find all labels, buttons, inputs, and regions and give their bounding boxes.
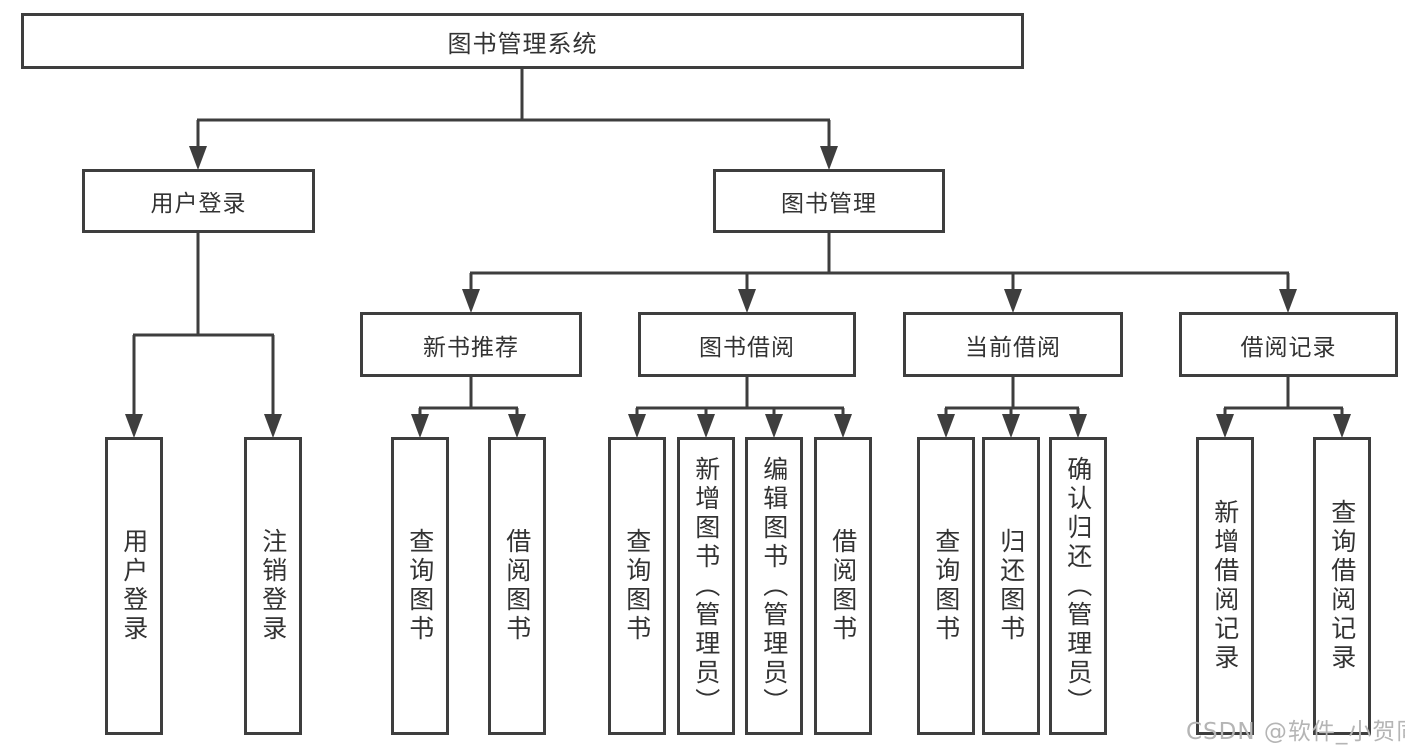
csdn-watermark: CSDN @软件_小贺同学 bbox=[1186, 719, 1405, 745]
leaf-confirm-return-admin: 确认归还（管理员） bbox=[1049, 437, 1107, 735]
leaf-logout-label: 注销登录 bbox=[258, 528, 288, 644]
leaf-logout: 注销登录 bbox=[244, 437, 302, 735]
leaf-query-borrow-record-label: 查询借阅记录 bbox=[1327, 499, 1357, 673]
node-book-borrow-label: 图书借阅 bbox=[699, 334, 795, 361]
leaf-add-borrow-record-label: 新增借阅记录 bbox=[1210, 499, 1240, 673]
node-user-login: 用户登录 bbox=[82, 169, 315, 233]
leaf-edit-book-admin-label: 编辑图书（管理员） bbox=[759, 455, 789, 717]
leaf-edit-book-admin: 编辑图书（管理员） bbox=[745, 437, 803, 735]
node-book-mgmt: 图书管理 bbox=[713, 169, 945, 233]
node-current-borrow-label: 当前借阅 bbox=[965, 334, 1061, 361]
leaf-query-books-3: 查询图书 bbox=[917, 437, 975, 735]
leaf-query-books-1-label: 查询图书 bbox=[405, 528, 435, 644]
node-current-borrow: 当前借阅 bbox=[903, 312, 1123, 377]
leaf-query-books-2-label: 查询图书 bbox=[622, 528, 652, 644]
leaf-borrow-books-1: 借阅图书 bbox=[488, 437, 546, 735]
leaf-query-borrow-record: 查询借阅记录 bbox=[1313, 437, 1371, 735]
leaf-query-books-3-label: 查询图书 bbox=[931, 528, 961, 644]
leaf-confirm-return-admin-label: 确认归还（管理员） bbox=[1063, 455, 1093, 717]
node-borrow-records: 借阅记录 bbox=[1179, 312, 1398, 377]
leaf-user-login: 用户登录 bbox=[105, 437, 163, 735]
leaf-borrow-books-1-label: 借阅图书 bbox=[502, 528, 532, 644]
leaf-add-book-admin: 新增图书（管理员） bbox=[677, 437, 735, 735]
node-root-label: 图书管理系统 bbox=[447, 29, 598, 58]
leaf-return-book-label: 归还图书 bbox=[996, 528, 1026, 644]
leaf-return-book: 归还图书 bbox=[982, 437, 1040, 735]
leaf-user-login-label: 用户登录 bbox=[119, 528, 149, 644]
node-book-mgmt-label: 图书管理 bbox=[781, 191, 877, 217]
node-root: 图书管理系统 bbox=[21, 13, 1024, 69]
node-new-book-rec-label: 新书推荐 bbox=[423, 334, 519, 361]
leaf-add-borrow-record: 新增借阅记录 bbox=[1196, 437, 1254, 735]
node-user-login-label: 用户登录 bbox=[150, 191, 247, 217]
leaf-borrow-books-2: 借阅图书 bbox=[814, 437, 872, 735]
leaf-query-books-2: 查询图书 bbox=[608, 437, 666, 735]
node-borrow-records-label: 借阅记录 bbox=[1240, 334, 1337, 361]
leaf-add-book-admin-label: 新增图书（管理员） bbox=[691, 455, 721, 717]
node-new-book-rec: 新书推荐 bbox=[360, 312, 582, 377]
leaf-borrow-books-2-label: 借阅图书 bbox=[828, 528, 858, 644]
node-book-borrow: 图书借阅 bbox=[638, 312, 856, 377]
leaf-query-books-1: 查询图书 bbox=[391, 437, 449, 735]
